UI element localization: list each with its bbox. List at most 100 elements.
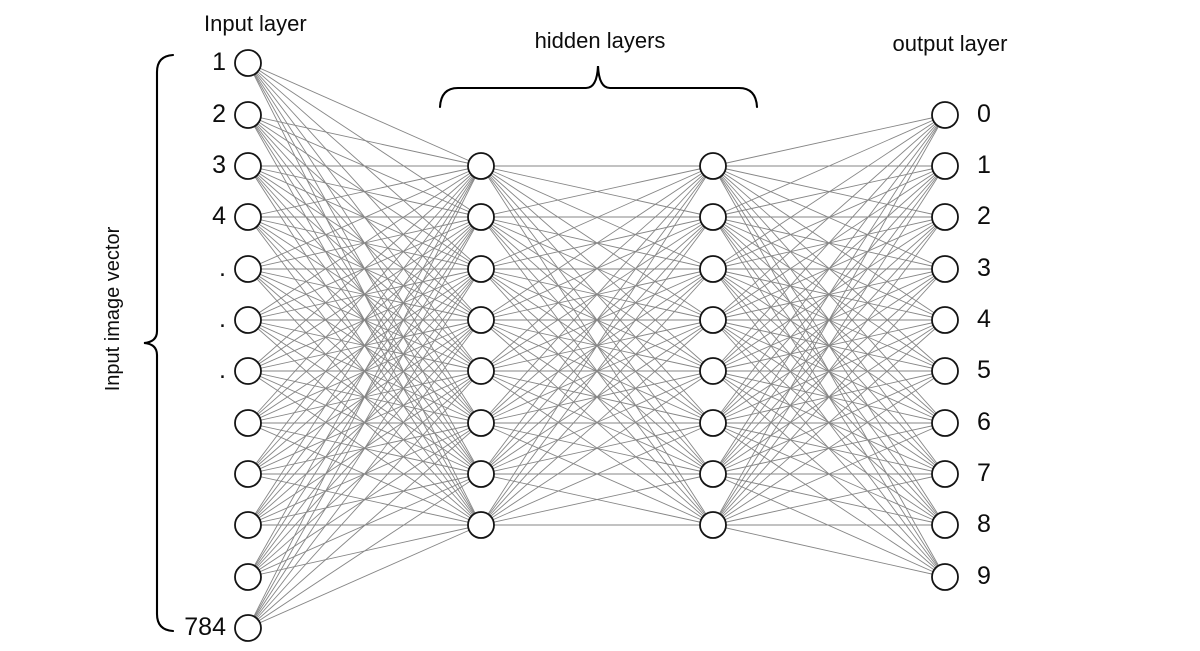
edge	[712, 165, 946, 526]
output-node-label: 7	[977, 459, 991, 487]
nodes	[234, 49, 959, 642]
hidden-1-node	[467, 511, 495, 539]
edge	[247, 165, 482, 629]
edge	[712, 114, 946, 372]
output-node	[931, 563, 959, 591]
edge	[480, 319, 714, 526]
hidden-1-node	[467, 409, 495, 437]
edge	[247, 422, 482, 629]
input-layer-title: Input layer	[204, 11, 307, 36]
output-node	[931, 101, 959, 129]
edge	[247, 165, 482, 270]
edge	[712, 473, 946, 526]
edge	[247, 370, 482, 629]
input-node	[234, 511, 262, 539]
edge	[247, 114, 482, 167]
hidden-1-node	[467, 306, 495, 334]
edge	[247, 524, 482, 629]
input-image-vector-label: Input image vector	[102, 226, 124, 392]
edge	[247, 165, 482, 578]
edge	[247, 319, 482, 629]
hidden-2-node	[699, 152, 727, 180]
edge	[480, 165, 714, 372]
output-node	[931, 460, 959, 488]
edge	[247, 216, 482, 629]
edge	[712, 114, 946, 321]
hidden-2-node	[699, 255, 727, 283]
output-node	[931, 409, 959, 437]
edge	[480, 370, 714, 526]
hidden-2-node	[699, 511, 727, 539]
output-node	[931, 255, 959, 283]
hidden-1-node	[467, 357, 495, 385]
input-node	[234, 357, 262, 385]
hidden-1-node	[467, 255, 495, 283]
edge	[247, 165, 482, 218]
input-node	[234, 101, 262, 129]
hidden-2-node	[699, 203, 727, 231]
input-node-label: 1	[212, 48, 226, 76]
edge	[712, 114, 946, 218]
input-node	[234, 152, 262, 180]
hidden-2-node	[699, 409, 727, 437]
edge	[247, 165, 482, 321]
input-node-label: 784	[184, 613, 226, 641]
edge	[480, 268, 714, 526]
edge	[480, 165, 714, 424]
hidden-1-node	[467, 203, 495, 231]
input-node	[234, 409, 262, 437]
hidden-layers-brace	[438, 65, 759, 109]
hidden-2-node	[699, 460, 727, 488]
edge	[247, 165, 482, 372]
edges	[247, 62, 946, 629]
edge	[247, 473, 482, 629]
edge	[712, 114, 946, 270]
edge	[247, 114, 482, 270]
input-node-label: 4	[212, 202, 226, 230]
input-node-label: .	[219, 254, 226, 282]
output-layer-title: output layer	[892, 31, 1008, 56]
input-node	[234, 255, 262, 283]
hidden-1-node	[467, 152, 495, 180]
input-node-label: 3	[212, 151, 226, 179]
annotation-braces	[143, 53, 759, 633]
edge	[247, 165, 482, 424]
output-node-label: 0	[977, 100, 991, 128]
input-node	[234, 614, 262, 642]
edge	[712, 422, 946, 578]
edge	[712, 524, 946, 578]
input-node	[234, 306, 262, 334]
input-node	[234, 563, 262, 591]
output-node-label: 9	[977, 562, 991, 590]
output-node-label: 8	[977, 510, 991, 538]
edge	[247, 165, 482, 475]
input-node	[234, 460, 262, 488]
edge	[480, 473, 714, 526]
output-node-label: 2	[977, 202, 991, 230]
edge	[480, 216, 714, 526]
input-node-label: .	[219, 305, 226, 333]
input-node-label: 2	[212, 100, 226, 128]
edge	[712, 422, 946, 526]
hidden-2-node	[699, 306, 727, 334]
edge	[712, 370, 946, 526]
edge	[712, 319, 946, 526]
output-node-label: 5	[977, 356, 991, 384]
edge	[247, 62, 482, 218]
hidden-layers-title: hidden layers	[534, 28, 666, 53]
input-vector-brace	[143, 53, 175, 633]
output-node	[931, 306, 959, 334]
edge	[480, 165, 714, 270]
hidden-2-node	[699, 357, 727, 385]
output-node	[931, 357, 959, 385]
input-node-label: .	[219, 356, 226, 384]
edge	[247, 165, 482, 526]
edge	[712, 268, 946, 526]
edge	[480, 165, 714, 218]
output-node-label: 6	[977, 408, 991, 436]
input-node	[234, 49, 262, 77]
output-node	[931, 203, 959, 231]
edge	[712, 216, 946, 526]
